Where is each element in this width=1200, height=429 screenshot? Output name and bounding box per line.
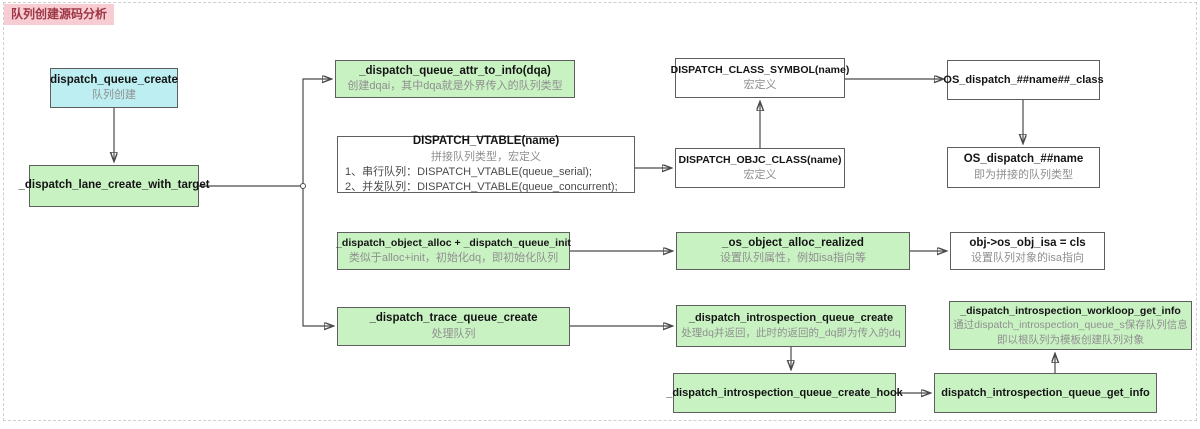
- node-subtitle: 类似于alloc+init，初始化dq，即初始化队列: [348, 251, 559, 264]
- node-title: _dispatch_introspection_queue_create: [688, 312, 894, 325]
- node-subtitle-2: 即以根队列为模板创建队列对象: [997, 333, 1144, 346]
- node-title: dispatch_introspection_queue_get_info: [941, 386, 1150, 399]
- node-dispatch-objc-class: DISPATCH_OBJC_CLASS(name) 宏定义: [675, 148, 845, 188]
- node-subtitle: 处理队列: [431, 327, 476, 340]
- node-dispatch-queue-attr-to-info: _dispatch_queue_attr_to_info(dqa) 创建dqai…: [335, 60, 575, 98]
- arrow-junction-to-attr-to-info: [302, 79, 331, 186]
- node-subtitle: 设置队列属性，例如isa指向等: [719, 252, 867, 265]
- node-dispatch-vtable: DISPATCH_VTABLE(name) 拼接队列类型，宏定义 1、串行队列：…: [337, 135, 635, 193]
- node-dispatch-trace-queue-create: _dispatch_trace_queue_create 处理队列: [337, 307, 570, 346]
- node-title: _os_object_alloc_realized: [722, 236, 864, 249]
- node-dispatch-object-alloc-queue-init: _dispatch_object_alloc + _dispatch_queue…: [336, 232, 571, 270]
- node-title: DISPATCH_CLASS_SYMBOL(name): [670, 64, 850, 77]
- node-detail-line-2: 2、并发队列：DISPATCH_VTABLE(queue_concurrent)…: [345, 180, 618, 193]
- node-title: dispatch_queue_create: [50, 73, 178, 86]
- node-dispatch-introspection-queue-get-info: dispatch_introspection_queue_get_info: [934, 373, 1157, 413]
- node-subtitle: 宏定义: [743, 168, 777, 181]
- node-title: OS_dispatch_##name##_class: [943, 73, 1104, 86]
- node-subtitle: 即为拼接的队列类型: [974, 168, 1073, 181]
- node-detail-line-1: 1、串行队列：DISPATCH_VTABLE(queue_serial);: [345, 165, 592, 178]
- node-subtitle: 通过dispatch_introspection_queue_s保存队列信息: [953, 319, 1188, 332]
- junction-dot: [300, 183, 306, 189]
- node-title: _dispatch_trace_queue_create: [369, 312, 538, 325]
- node-title: _dispatch_lane_create_with_target: [18, 179, 210, 192]
- node-subtitle: 处理dq并返回，此时的返回的_dq即为传入的dq: [681, 327, 901, 340]
- node-subtitle: 队列创建: [92, 89, 136, 102]
- node-subtitle: 拼接队列类型，宏定义: [431, 151, 541, 163]
- node-os-object-alloc-realized: _os_object_alloc_realized 设置队列属性，例如isa指向…: [676, 232, 910, 270]
- node-dispatch-queue-create: dispatch_queue_create 队列创建: [50, 68, 178, 108]
- node-os-dispatch-name: OS_dispatch_##name 即为拼接的队列类型: [947, 147, 1100, 188]
- diagram-title-badge: 队列创建源码分析: [4, 4, 115, 25]
- node-dispatch-class-symbol: DISPATCH_CLASS_SYMBOL(name) 宏定义: [671, 58, 849, 98]
- node-dispatch-introspection-queue-create: _dispatch_introspection_queue_create 处理d…: [676, 305, 906, 347]
- node-title: _dispatch_introspection_queue_create_hoo…: [666, 386, 903, 399]
- node-title: DISPATCH_OBJC_CLASS(name): [678, 154, 842, 167]
- node-title: _dispatch_object_alloc + _dispatch_queue…: [336, 237, 571, 250]
- node-title: OS_dispatch_##name: [963, 153, 1084, 166]
- arrow-junction-to-trace-create: [302, 186, 333, 326]
- node-os-dispatch-name-class: OS_dispatch_##name##_class: [943, 60, 1104, 100]
- node-dispatch-introspection-queue-create-hook: _dispatch_introspection_queue_create_hoo…: [666, 373, 903, 413]
- node-subtitle: 创建dqai，其中dqa就是外界传入的队列类型: [347, 80, 563, 93]
- node-title: DISPATCH_VTABLE(name): [412, 135, 560, 148]
- node-subtitle: 设置队列对象的isa指向: [970, 252, 1085, 265]
- node-obj-os-obj-isa: obj->os_obj_isa = cls 设置队列对象的isa指向: [950, 232, 1105, 270]
- node-dispatch-lane-create-with-target: _dispatch_lane_create_with_target: [18, 165, 210, 207]
- node-title: obj->os_obj_isa = cls: [969, 236, 1086, 249]
- node-dispatch-introspection-workloop-get-info: _dispatch_introspection_workloop_get_inf…: [949, 301, 1192, 350]
- node-title: _dispatch_introspection_workloop_get_inf…: [960, 305, 1181, 318]
- node-subtitle: 宏定义: [743, 78, 777, 91]
- node-title: _dispatch_queue_attr_to_info(dqa): [359, 64, 551, 77]
